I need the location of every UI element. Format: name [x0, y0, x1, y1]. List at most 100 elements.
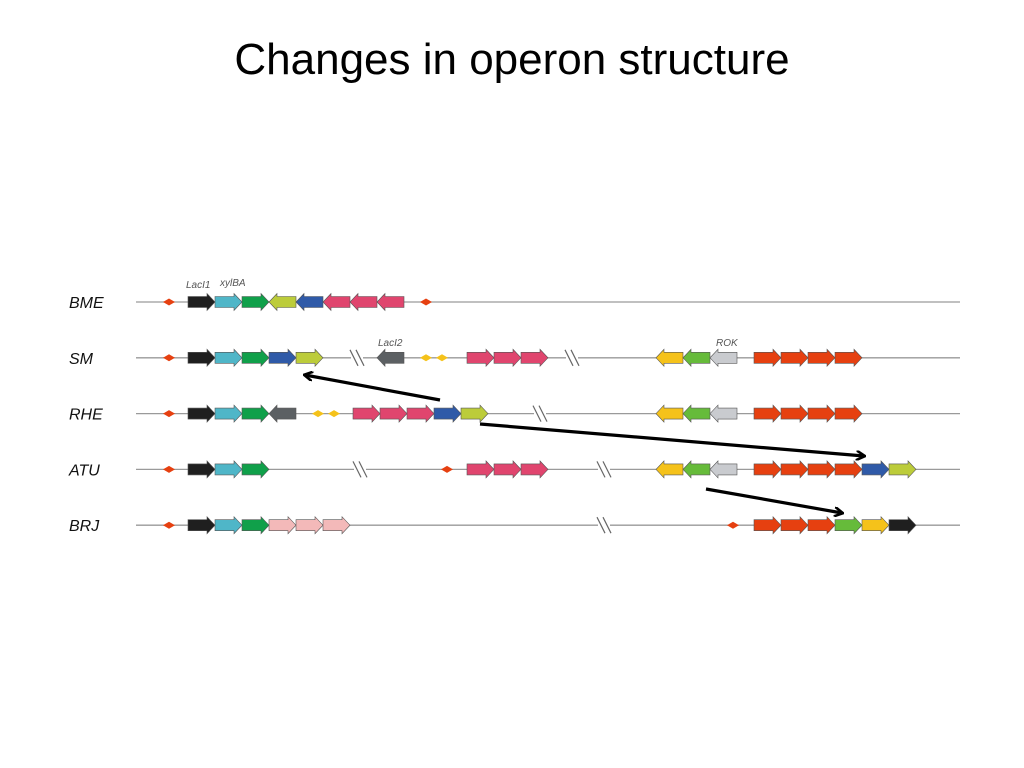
- gene-arrow-green: [241, 348, 270, 368]
- sequence-break: [532, 405, 548, 422]
- gene-arrow-lightgreen: [682, 460, 711, 479]
- gene-arrow-lightpink: [268, 515, 297, 535]
- gene-arrow-red: [780, 348, 809, 368]
- rearrangement-arrows: [305, 375, 864, 513]
- gene-arrow-red: [807, 404, 836, 423]
- gene-arrow-red: [780, 404, 809, 423]
- genome-row-bme: BME: [69, 292, 960, 312]
- row-label: BRJ: [69, 518, 100, 535]
- gene-arrow-lightgray: [709, 348, 738, 368]
- gene-arrow-teal: [214, 460, 243, 479]
- gene-arrow-lightgreen: [682, 348, 711, 368]
- gene-arrow-lime: [460, 404, 489, 423]
- binding-site-yellow: [436, 354, 448, 362]
- gene-arrow-yellow: [655, 404, 684, 423]
- gene-arrow-black: [187, 348, 216, 368]
- binding-site-red: [727, 521, 739, 529]
- sequence-break: [596, 516, 612, 534]
- gene-arrow-pink: [493, 460, 522, 479]
- gene-label-laci2: LacI2: [378, 338, 403, 349]
- row-label: ATU: [68, 462, 100, 479]
- gene-arrow-darkgray: [376, 348, 405, 368]
- gene-arrow-blue: [268, 348, 297, 368]
- gene-arrow-lime: [295, 348, 324, 368]
- gene-arrow-pink: [520, 460, 549, 479]
- gene-arrow-red: [807, 515, 836, 535]
- gene-label-xylba: xylBA: [219, 278, 246, 289]
- gene-arrow-red: [753, 460, 782, 479]
- gene-arrow-green: [241, 404, 270, 423]
- gene-arrow-lime: [888, 460, 917, 479]
- rearrangement-arrow-atu-to-brj: [705, 487, 842, 513]
- sequence-break: [352, 461, 368, 478]
- gene-arrow-black: [888, 515, 917, 535]
- gene-arrow-blue: [861, 460, 890, 479]
- gene-arrow-lightgray: [709, 404, 738, 423]
- gene-arrow-lightpink: [295, 515, 324, 535]
- gene-arrow-blue: [295, 292, 324, 312]
- gene-arrow-red: [807, 460, 836, 479]
- gene-arrow-pink: [352, 404, 381, 423]
- sequence-break: [564, 349, 580, 367]
- gene-arrow-lightgreen: [682, 404, 711, 423]
- gene-arrow-green: [241, 292, 270, 312]
- gene-arrow-darkgray: [268, 404, 297, 423]
- genome-row-atu: ATU: [68, 460, 960, 479]
- gene-arrow-red: [753, 404, 782, 423]
- gene-arrow-pink: [466, 460, 495, 479]
- gene-arrow-red: [834, 348, 863, 368]
- gene-arrow-yellow: [861, 515, 890, 535]
- gene-arrow-pink: [349, 292, 378, 312]
- gene-arrow-black: [187, 404, 216, 423]
- gene-arrow-lime: [268, 292, 297, 312]
- gene-arrow-pink: [376, 292, 405, 312]
- binding-site-yellow: [312, 410, 324, 418]
- gene-arrow-pink: [379, 404, 408, 423]
- rearrangement-arrow-rhe-to-atu: [479, 422, 864, 456]
- binding-site-red: [163, 298, 175, 306]
- gene-arrow-pink: [406, 404, 435, 423]
- gene-arrow-teal: [214, 515, 243, 535]
- binding-site-red: [420, 298, 432, 306]
- gene-arrow-pink: [322, 292, 351, 312]
- genome-row-brj: BRJ: [69, 515, 960, 535]
- binding-site-red: [163, 465, 175, 473]
- gene-arrow-red: [780, 515, 809, 535]
- gene-arrow-red: [807, 348, 836, 368]
- binding-site-red: [441, 465, 453, 473]
- gene-arrow-black: [187, 460, 216, 479]
- binding-site-red: [163, 521, 175, 529]
- sequence-break: [349, 349, 365, 367]
- row-label: BME: [69, 295, 104, 312]
- gene-arrow-teal: [214, 292, 243, 312]
- gene-arrow-yellow: [655, 348, 684, 368]
- gene-arrow-lightpink: [322, 515, 351, 535]
- binding-site-red: [163, 410, 175, 418]
- gene-arrow-red: [834, 460, 863, 479]
- gene-arrow-black: [187, 515, 216, 535]
- gene-arrow-black: [187, 292, 216, 312]
- slide-title: Changes in operon structure: [234, 35, 790, 84]
- sequence-break: [596, 461, 612, 478]
- gene-arrow-red: [753, 515, 782, 535]
- gene-arrow-teal: [214, 404, 243, 423]
- binding-site-yellow: [420, 354, 432, 362]
- binding-site-yellow: [328, 410, 340, 418]
- gene-arrow-teal: [214, 348, 243, 368]
- gene-arrow-lightgray: [709, 460, 738, 479]
- gene-label-laci1: LacI1: [186, 280, 210, 291]
- gene-arrow-red: [834, 404, 863, 423]
- gene-arrow-pink: [466, 348, 495, 368]
- binding-site-red: [163, 354, 175, 362]
- gene-arrow-yellow: [655, 460, 684, 479]
- rearrangement-arrow-rhe-to-sm: [305, 375, 441, 402]
- gene-arrow-lightgreen: [834, 515, 863, 535]
- genome-row-rhe: RHE: [69, 404, 960, 424]
- gene-arrow-pink: [520, 348, 549, 368]
- gene-arrow-blue: [433, 404, 462, 423]
- row-label: RHE: [69, 407, 103, 424]
- gene-arrow-pink: [493, 348, 522, 368]
- gene-arrow-green: [241, 460, 270, 479]
